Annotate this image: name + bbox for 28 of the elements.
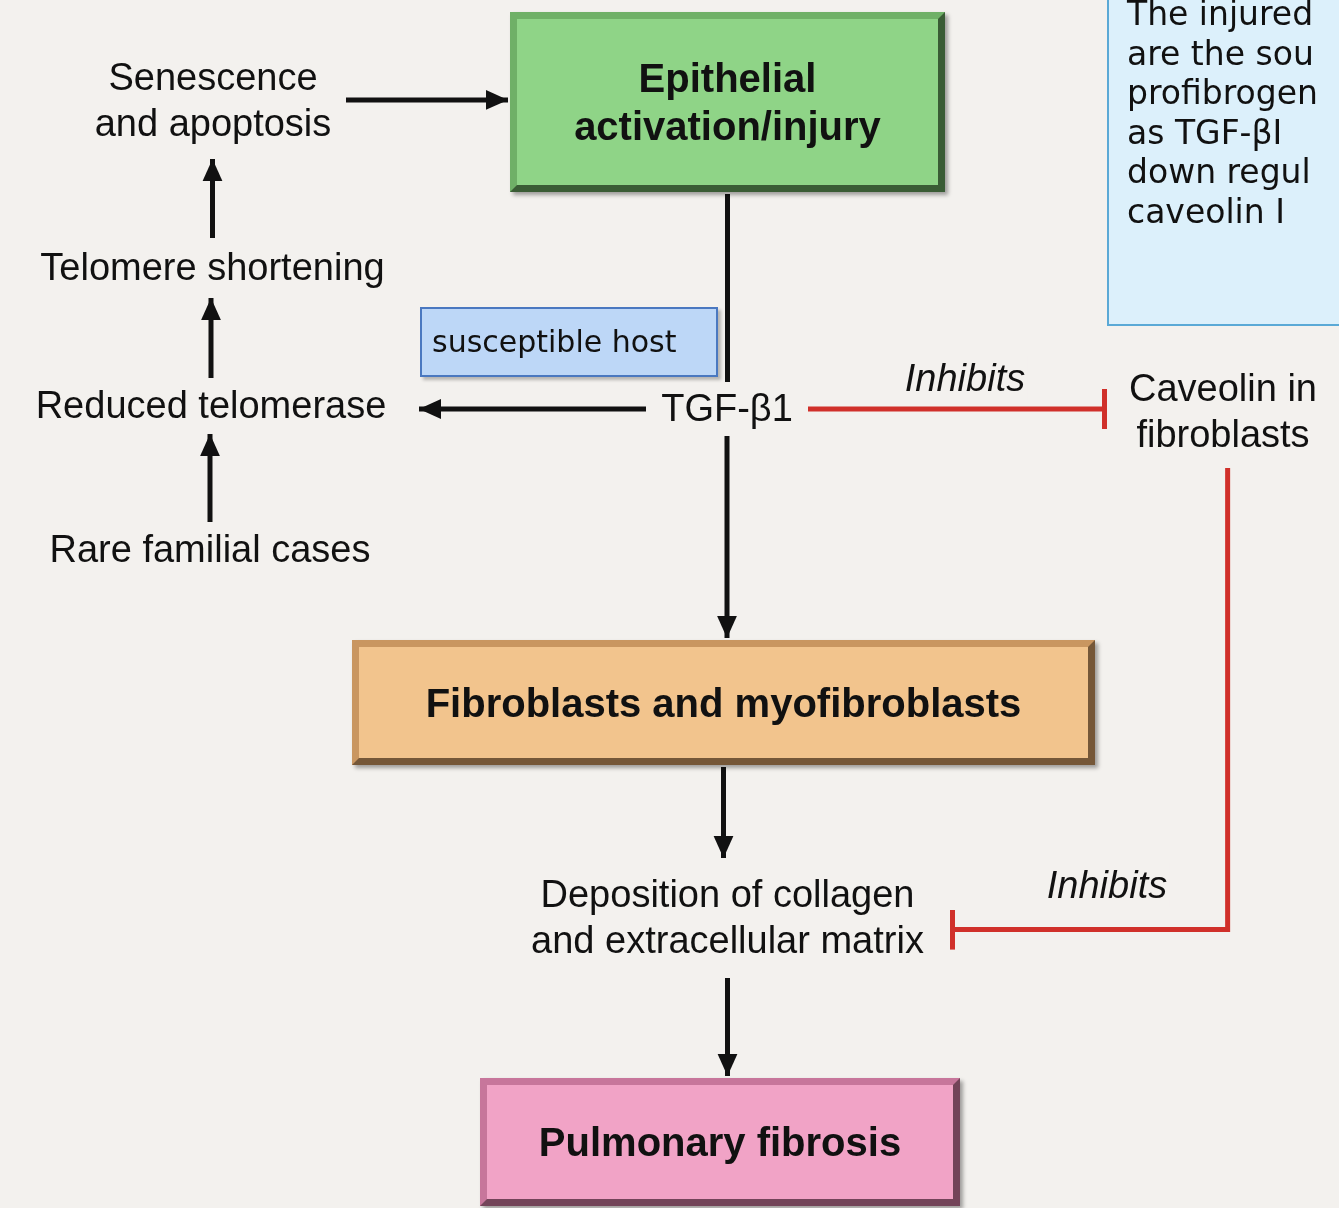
box-text: Pulmonary fibrosis [538,1119,902,1166]
box-text: Epithelial activation/injury [573,55,882,150]
arrow [201,298,221,378]
connector-line [725,194,730,382]
process-box [480,1078,960,1206]
process-box [352,640,1095,765]
box-text: Fibroblasts and myofibroblasts [425,679,1022,727]
arrow [713,767,734,858]
inhibition-line [808,389,1107,429]
node-text: Reduced telomerase [35,383,387,429]
arrow [200,434,220,522]
process-box [510,12,945,192]
node-text: Senescence and apoptosis [93,55,333,146]
node-text: Deposition of collagen and extracellular matrix [530,872,925,963]
callout-box [420,307,718,377]
node-text: TGF-β1 [661,386,793,432]
arrow [346,90,508,110]
node-text: Caveolin in fibroblasts [1128,366,1318,457]
node-text: Telomere shortening [40,245,385,291]
box-text: susceptible host [432,324,677,360]
arrow [717,978,738,1076]
note-box [1107,0,1339,326]
inhibition-line [950,468,1231,950]
box-text: The injured are the sou profibrogen as TGF-βI down regul caveolin I [1127,0,1319,232]
node-text: Rare familial cases [49,527,371,573]
arrow [419,399,646,419]
arrow [717,436,737,638]
arrow [202,159,223,238]
